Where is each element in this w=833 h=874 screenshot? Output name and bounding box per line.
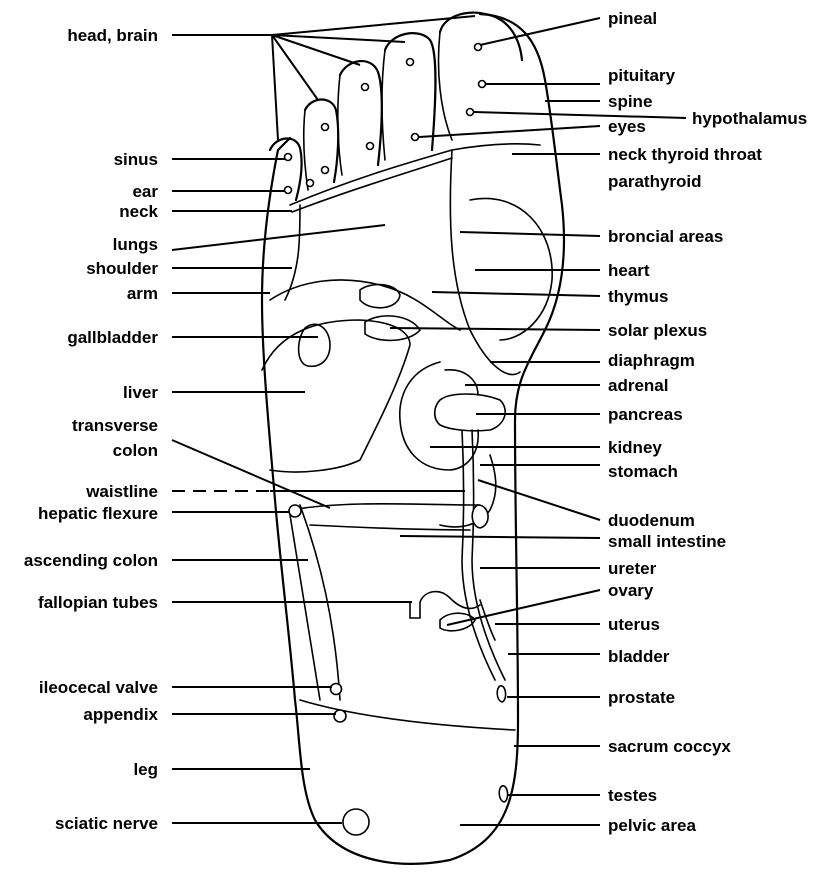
point-eyes-2 — [367, 143, 374, 150]
point-sinus — [285, 154, 292, 161]
point-hepatic-flexure — [289, 505, 301, 517]
point-duodenum — [472, 505, 488, 528]
point-prostate — [497, 686, 505, 702]
label-waistline: waistline — [85, 482, 158, 501]
label-shoulder: shoulder — [86, 259, 158, 278]
point-eyes — [412, 134, 419, 141]
label-spine: spine — [608, 92, 652, 111]
label-ascending-colon: ascending colon — [24, 551, 158, 570]
label-bladder: bladder — [608, 647, 670, 666]
label-ear: ear — [132, 182, 158, 201]
label-sinus: sinus — [114, 150, 158, 169]
label-fallopian-tubes: fallopian tubes — [38, 593, 158, 612]
point-ear-2 — [307, 180, 314, 187]
point-appendix — [334, 710, 346, 722]
label-parathyroid: parathyroid — [608, 172, 702, 191]
label-kidney: kidney — [608, 438, 662, 457]
label-neck-thyroid-throat: neck thyroid throat — [608, 145, 762, 164]
label-heart: heart — [608, 261, 650, 280]
label-ileocecal-valve: ileocecal valve — [39, 678, 158, 697]
point-pituitary — [479, 81, 486, 88]
left-labels: head, brain sinus ear neck lungs shoulde… — [24, 26, 159, 833]
label-pelvic-area: pelvic area — [608, 816, 696, 835]
label-adrenal: adrenal — [608, 376, 668, 395]
label-transverse-colon-line1: transverse — [72, 416, 158, 435]
label-ureter: ureter — [608, 559, 657, 578]
label-transverse-colon-line2: colon — [113, 441, 158, 460]
label-thymus: thymus — [608, 287, 668, 306]
point-sciatic-nerve — [343, 809, 369, 835]
label-sacrum-coccyx: sacrum coccyx — [608, 737, 731, 756]
point-testes — [499, 786, 507, 802]
label-uterus: uterus — [608, 615, 660, 634]
point-ear — [285, 187, 292, 194]
right-labels: pineal pituitary spine hypothalamus eyes… — [608, 9, 807, 835]
point-head-3 — [362, 84, 369, 91]
label-broncial-areas: broncial areas — [608, 227, 723, 246]
point-eyes-3 — [322, 167, 329, 174]
label-liver: liver — [123, 383, 158, 402]
point-head-2 — [407, 59, 414, 66]
label-duodenum: duodenum — [608, 511, 695, 530]
label-ovary: ovary — [608, 581, 654, 600]
label-appendix: appendix — [83, 705, 158, 724]
label-hepatic-flexure: hepatic flexure — [38, 504, 158, 523]
label-stomach: stomach — [608, 462, 678, 481]
label-leg: leg — [133, 760, 158, 779]
label-solar-plexus: solar plexus — [608, 321, 707, 340]
label-prostate: prostate — [608, 688, 675, 707]
label-pancreas: pancreas — [608, 405, 683, 424]
label-head-brain: head, brain — [67, 26, 158, 45]
label-pituitary: pituitary — [608, 66, 676, 85]
label-diaphragm: diaphragm — [608, 351, 695, 370]
point-ileocecal-valve — [331, 684, 342, 695]
label-small-intestine: small intestine — [608, 532, 726, 551]
point-hypothalamus — [467, 109, 474, 116]
reflex-points — [285, 44, 508, 836]
label-hypothalamus: hypothalamus — [692, 109, 807, 128]
label-neck: neck — [119, 202, 158, 221]
label-testes: testes — [608, 786, 657, 805]
label-arm: arm — [127, 284, 158, 303]
label-gallbladder: gallbladder — [67, 328, 158, 347]
label-lungs: lungs — [113, 235, 158, 254]
point-head-4 — [322, 124, 329, 131]
label-sciatic-nerve: sciatic nerve — [55, 814, 158, 833]
label-eyes: eyes — [608, 117, 646, 136]
label-pineal: pineal — [608, 9, 657, 28]
